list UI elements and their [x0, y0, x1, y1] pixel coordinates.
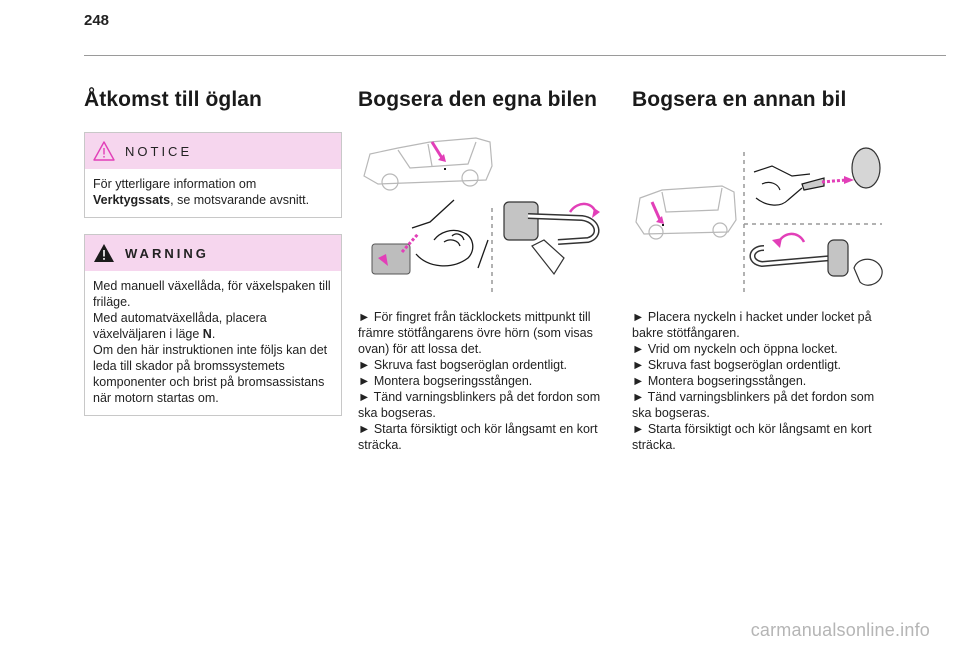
rear-tow-illustration [635, 147, 883, 293]
rear-cap-sketch [851, 147, 881, 189]
section-title-access: Åtkomst till öglan [84, 88, 262, 111]
rear-tow-eye-sketch [749, 232, 883, 286]
step-item: ► Vrid om nyckeln och öppna locket. [632, 342, 838, 356]
warning-line-1: Med manuell växellåda, för växelspaken t… [93, 279, 331, 309]
notice-box: NOTICE För ytterligare information om Ve… [84, 132, 342, 218]
warning-header: WARNING [85, 235, 341, 271]
notice-text-bold: Verktygssats [93, 193, 171, 207]
warning-line-2-start: Med automatväxellåda, placera växelvälja… [93, 311, 267, 341]
steps-tow-own: ► För fingret från täcklockets mittpunkt… [358, 309, 616, 453]
footer-watermark: carmanualsonline.info [750, 620, 930, 640]
front-tow-illustration [363, 137, 600, 293]
warning-line-2-bold: N [202, 327, 212, 341]
notice-text-end: , se motsvarande avsnitt. [170, 193, 310, 207]
column-tow-own-car: Bogsera den egna bilen [358, 88, 616, 453]
notice-header: NOTICE [85, 133, 341, 169]
page-number: 248 [84, 12, 110, 29]
top-divider [84, 55, 946, 56]
rear-arrow-mark [650, 201, 662, 221]
warning-line-2-end: . [211, 327, 216, 341]
illustration-rear-tow [632, 128, 890, 293]
step-item: ► För fingret från täcklockets mittpunkt… [358, 310, 593, 356]
warning-triangle-icon [94, 244, 114, 262]
hand-sketch [411, 199, 489, 269]
hand-key-sketch [753, 165, 825, 206]
notice-triangle-icon [93, 141, 115, 161]
section-title-tow-own: Bogsera den egna bilen [358, 88, 598, 111]
step-item: ► Placera nyckeln i hacket under locket … [632, 310, 872, 340]
notice-body: För ytterligare information om Verktygss… [85, 169, 341, 217]
pull-arrow [400, 233, 420, 253]
step-item: ► Montera bogseringsstången. [632, 374, 807, 388]
column-access: Åtkomst till öglan NOTICE För ytterligar… [84, 88, 342, 416]
van-rear-sketch [635, 185, 737, 240]
front-cover-piece [371, 243, 411, 275]
notice-text-start: För ytterligare information om [93, 177, 257, 191]
illustration-front-tow [358, 128, 616, 293]
warning-body: Med manuell växellåda, för växelspaken t… [85, 271, 341, 415]
warning-line-3: Om den här instruktionen inte följs kan … [93, 343, 328, 405]
front-arrow-mark [430, 141, 444, 159]
step-item: ► Tänd varningsblinkers på det fordon so… [358, 390, 601, 420]
steps-tow-other: ► Placera nyckeln i hacket under locket … [632, 309, 890, 453]
warning-box: WARNING Med manuell växellåda, för växel… [84, 234, 342, 416]
section-title-tow-other: Bogsera en annan bil [632, 88, 847, 111]
van-front-sketch [363, 137, 493, 191]
step-item: ► Starta försiktigt och kör långsamt en … [358, 422, 598, 452]
step-item: ► Tänd varningsblinkers på det fordon so… [632, 390, 875, 420]
step-item: ► Montera bogseringsstången. [358, 374, 533, 388]
notice-label: NOTICE [125, 143, 193, 159]
column-tow-other-car: Bogsera en annan bil [632, 88, 890, 453]
warning-label: WARNING [125, 245, 209, 261]
step-item: ► Skruva fast bogseröglan ordentligt. [632, 358, 842, 372]
step-item: ► Starta försiktigt och kör långsamt en … [632, 422, 872, 452]
step-item: ► Skruva fast bogseröglan ordentligt. [358, 358, 568, 372]
tow-eye-sketch [503, 201, 600, 276]
